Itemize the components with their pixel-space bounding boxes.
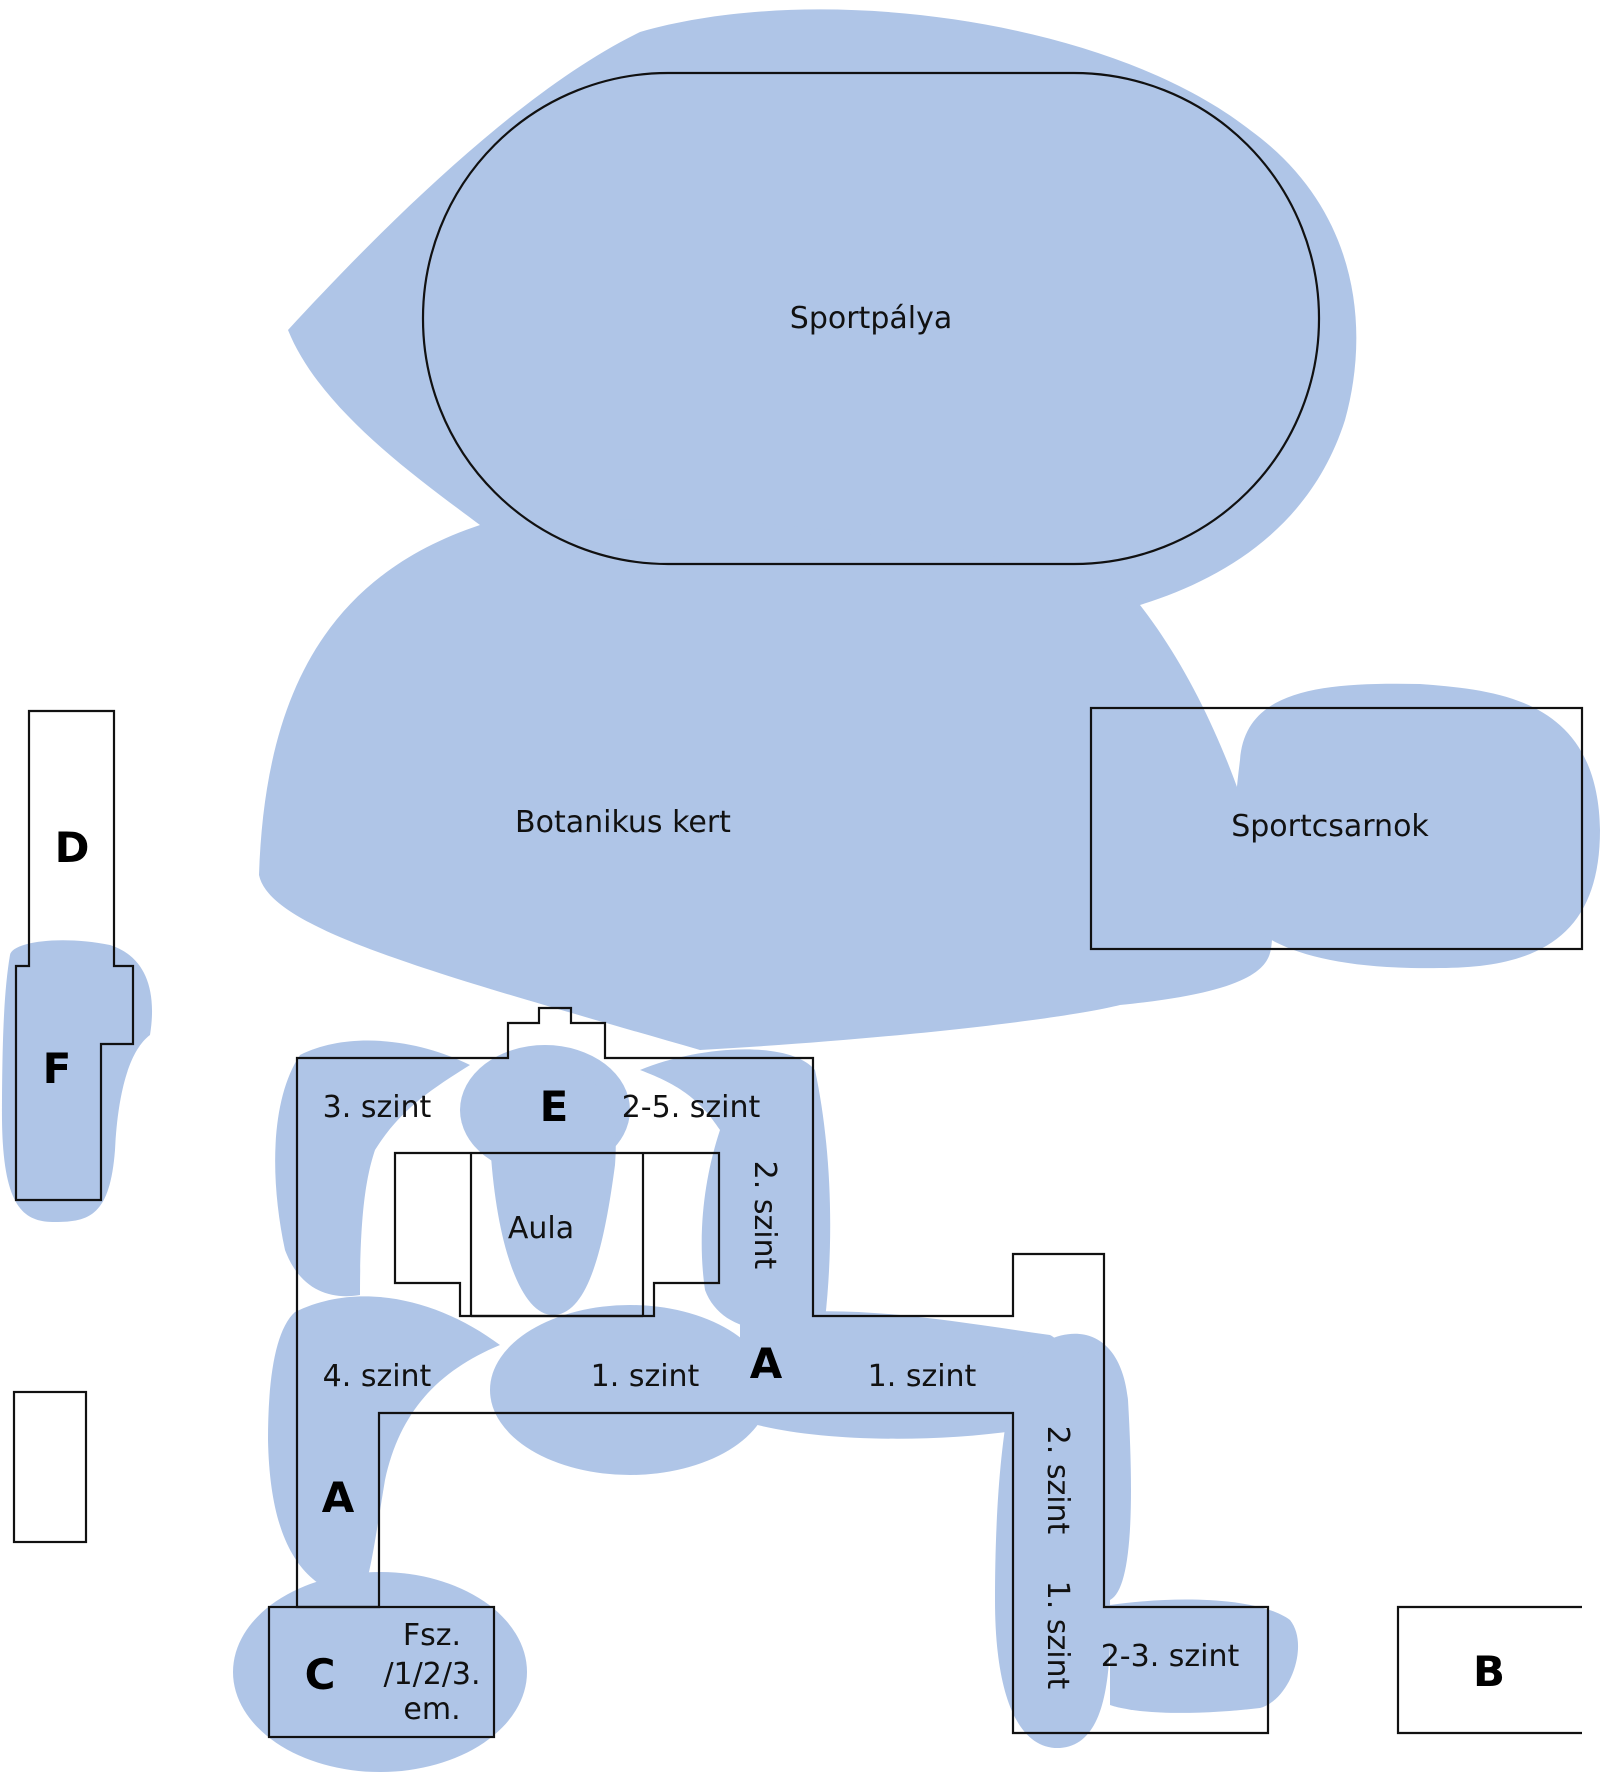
c-level-line-2: /1/2/3. <box>383 1657 480 1692</box>
c-level-line-1: Fsz. <box>403 1618 461 1653</box>
sportcsarnok-label: Sportcsarnok <box>1231 809 1429 844</box>
sportpalya-label: Sportpálya <box>790 301 952 336</box>
a-left-corridor-zone[interactable] <box>268 1296 500 1600</box>
d-f-building-outline[interactable] <box>14 709 135 1202</box>
aula-label: Aula <box>508 1211 574 1246</box>
building-a-main-label: A <box>750 1339 783 1388</box>
botanikus-kert-label: Botanikus kert <box>515 805 731 840</box>
c-building-zone[interactable] <box>233 1572 527 1772</box>
a-center-level-label: 1. szint <box>591 1359 700 1394</box>
sportcsarnok-building[interactable] <box>1089 706 1584 951</box>
building-d-label: D <box>55 823 90 872</box>
unlabeled-building[interactable] <box>12 1390 88 1544</box>
building-a-left-label: A <box>322 1473 355 1522</box>
sportpalya-zone[interactable] <box>288 9 1357 609</box>
a-bottom-right-level-label: 2-3. szint <box>1101 1639 1240 1674</box>
e-right-zone[interactable] <box>640 1049 831 1330</box>
building-b-label: B <box>1473 1647 1505 1696</box>
aula-outline[interactable] <box>393 1151 721 1318</box>
e-vertical-level-label: 2. szint <box>747 1161 782 1270</box>
botanikus-kert-zone[interactable] <box>259 519 1272 1050</box>
a-right-vertical-zone[interactable] <box>995 1333 1131 1749</box>
a-right-level-label: 1. szint <box>868 1359 977 1394</box>
a-center-zone[interactable] <box>490 1305 770 1475</box>
aula-zone[interactable] <box>488 1070 616 1316</box>
building-c-label: C <box>305 1650 336 1699</box>
building-outlines <box>12 71 1584 1739</box>
sportcsarnok-zone[interactable] <box>1233 683 1600 969</box>
a-bottom-right-zone[interactable] <box>1110 1599 1299 1713</box>
building-f-label: F <box>43 1044 72 1093</box>
e-left-zone[interactable] <box>275 1040 470 1297</box>
c-building-outline[interactable] <box>267 1605 496 1739</box>
a-right-vertical-top-level-label: 2. szint <box>1040 1426 1075 1535</box>
b-building-outline[interactable] <box>1396 1605 1582 1735</box>
a-right-vertical-bottom-level-label: 1. szint <box>1040 1581 1075 1690</box>
sportpalya-track[interactable] <box>421 71 1321 566</box>
e-right-level-label: 2-5. szint <box>622 1090 761 1125</box>
a-right-corridor-zone[interactable] <box>740 1311 1067 1439</box>
a-left-level-label: 4. szint <box>323 1359 432 1394</box>
c-level-line-3: em. <box>403 1692 460 1727</box>
map-labels: Sportpálya Botanikus kert Sportcsarnok A… <box>43 301 1505 1727</box>
highlighted-zones <box>2 9 1600 1772</box>
e-building-outline[interactable] <box>295 1006 1270 1735</box>
f-building-zone[interactable] <box>2 940 153 1222</box>
building-e-label: E <box>540 1082 569 1131</box>
e-left-level-label: 3. szint <box>323 1090 432 1125</box>
